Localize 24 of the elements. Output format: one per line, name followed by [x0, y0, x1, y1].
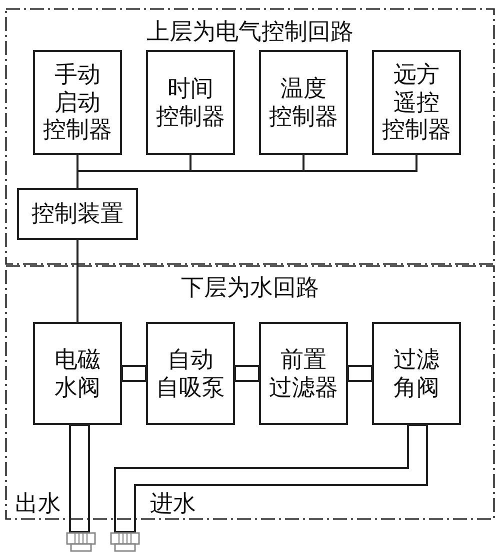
component-box: 远方遥控控制器 — [372, 50, 461, 155]
pipe-fitting — [110, 532, 140, 552]
pipe — [347, 365, 373, 382]
wire — [76, 240, 78, 322]
pipe — [234, 365, 260, 382]
section-title: 下层为水回路 — [180, 274, 320, 302]
component-box: 前置过滤器 — [259, 322, 348, 425]
component-box: 过滤角阀 — [372, 322, 461, 425]
component-box: 时间控制器 — [146, 50, 235, 155]
pipe — [121, 365, 147, 382]
section-frame — [5, 265, 495, 520]
section-frame — [5, 8, 495, 265]
pipe — [69, 424, 90, 533]
pipe-fitting — [66, 532, 96, 552]
component-box: 电磁水阀 — [33, 322, 122, 425]
component-box: 控制装置 — [17, 188, 138, 240]
flow-label: 出水 — [15, 490, 61, 518]
component-box: 手动启动控制器 — [33, 50, 122, 155]
component-box: 温度控制器 — [259, 50, 348, 155]
flow-label: 进水 — [150, 490, 196, 518]
section-title: 上层为电气控制回路 — [146, 18, 354, 46]
pipe — [114, 424, 428, 533]
wire — [76, 155, 418, 188]
component-box: 自动自吸泵 — [146, 322, 235, 425]
